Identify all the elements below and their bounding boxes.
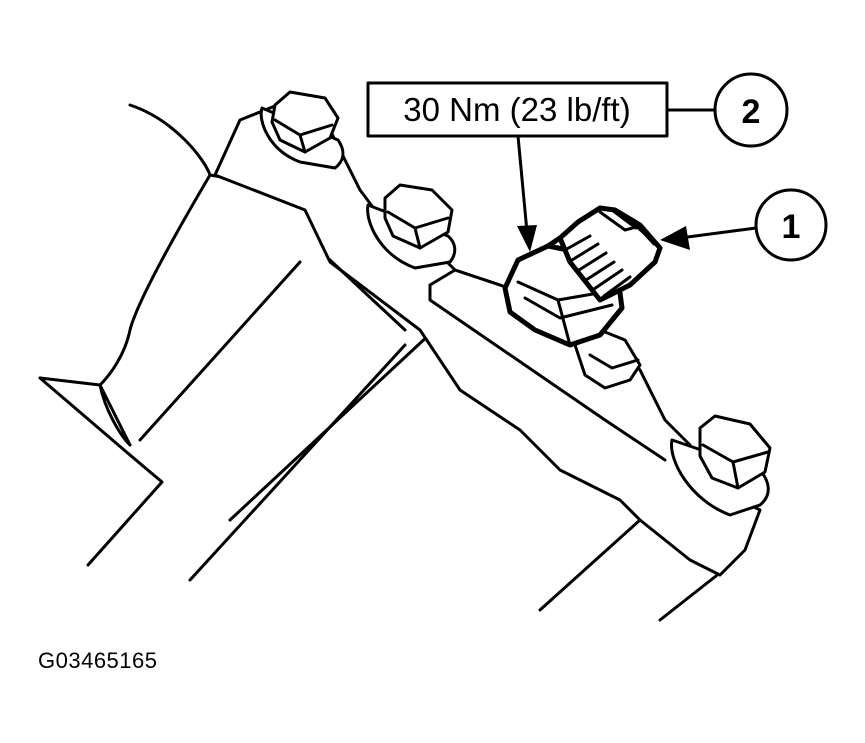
callout-circle-2 [713, 72, 789, 148]
part-callout: 1 [660, 188, 828, 262]
bolt-top-middle [366, 183, 457, 270]
arrowhead-1 [660, 226, 690, 250]
arrowhead-2 [517, 225, 537, 252]
bolt-small-rear [573, 328, 642, 390]
leader-line-2 [516, 134, 529, 234]
fitting-assembly [502, 205, 663, 348]
callout-number-1: 1 [782, 208, 801, 246]
torque-spec-text: 30 Nm (23 lb/ft) [403, 91, 630, 128]
torque-callout: 30 Nm (23 lb/ft) 2 [366, 72, 789, 252]
bolt-top-left [259, 90, 345, 170]
leader-line-1 [678, 226, 758, 240]
threaded-fitting [546, 205, 663, 303]
callout-number-2: 2 [742, 93, 761, 131]
cover-flange [213, 98, 762, 577]
bolt-bottom-right [670, 414, 772, 517]
callout-circle-1 [754, 188, 828, 262]
figure-id-label: G03465165 [38, 648, 158, 673]
